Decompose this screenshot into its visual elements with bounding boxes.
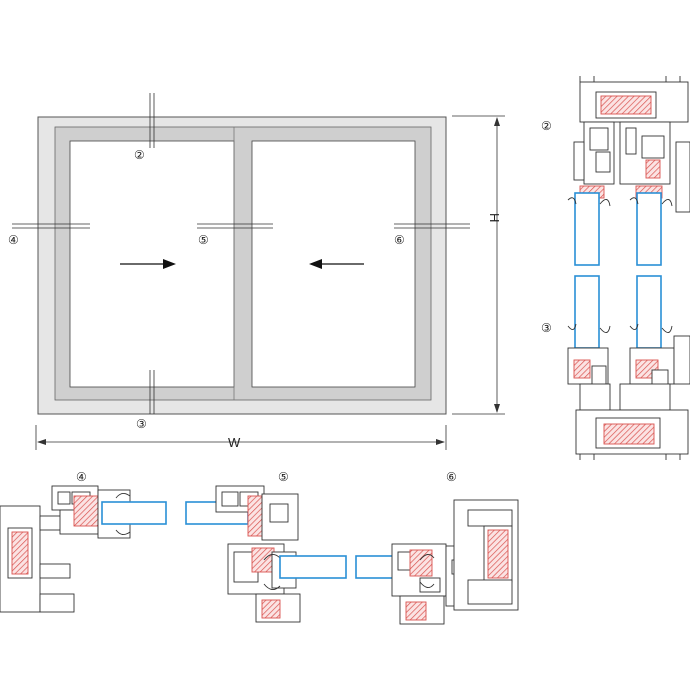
section-marker-3 — [149, 370, 155, 414]
section-detail-4 — [0, 485, 167, 613]
steel-reinforcement-6 — [487, 529, 509, 579]
arrow-left-icon — [309, 259, 364, 269]
arrow-right-icon — [120, 259, 176, 269]
steel-reinforcement-top — [600, 95, 652, 115]
section-marker-4 — [12, 223, 90, 229]
glass-upper-left — [574, 192, 600, 266]
section-marker-5 — [197, 223, 273, 229]
section-marker-6 — [394, 223, 470, 229]
window-elevation: ② ③ ④ ⑤ ⑥ W H — [8, 93, 505, 450]
label-section-4: ④ — [8, 233, 19, 247]
glass-detail-5-lower — [279, 555, 347, 579]
section-marker-2 — [149, 93, 155, 148]
section-detail-5 — [185, 485, 347, 623]
label-detail-3: ③ — [541, 321, 552, 335]
height-label: H — [487, 213, 502, 222]
steel-reinforcement-4 — [11, 531, 29, 575]
steel-reinforcement-bottom — [603, 423, 655, 445]
width-label: W — [228, 435, 241, 450]
glass-lower-right — [636, 275, 662, 349]
label-detail-2: ② — [541, 119, 552, 133]
label-detail-4: ④ — [76, 470, 87, 484]
label-section-6: ⑥ — [394, 233, 405, 247]
label-section-5: ⑤ — [198, 233, 209, 247]
width-dimension — [35, 425, 447, 450]
glass-lower-left — [574, 275, 600, 349]
label-detail-6: ⑥ — [446, 470, 457, 484]
section-detail-6 — [355, 499, 519, 625]
label-detail-5: ⑤ — [278, 470, 289, 484]
label-section-2: ② — [134, 148, 145, 162]
glass-detail-4 — [101, 501, 167, 525]
height-dimension — [452, 115, 505, 415]
vertical-section-2-3 — [567, 76, 690, 460]
label-section-3: ③ — [136, 417, 147, 431]
glass-upper-right — [636, 192, 662, 266]
